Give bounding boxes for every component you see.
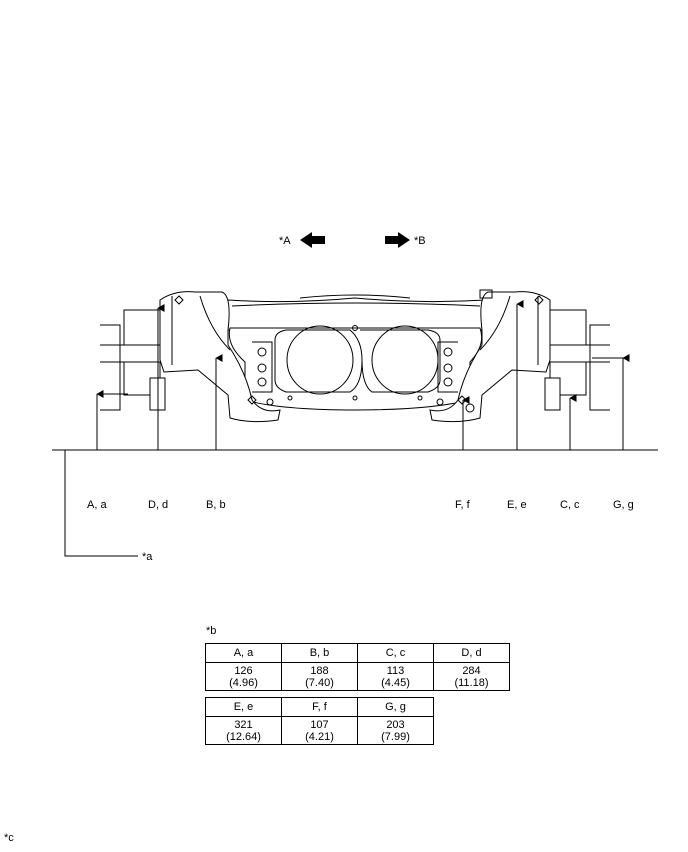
table-value-cell: 113(4.45) bbox=[357, 662, 434, 691]
value-mm: 107 bbox=[310, 718, 329, 731]
left-arrow-icon bbox=[300, 232, 325, 248]
table-callout: *b bbox=[206, 625, 217, 637]
label-e: E, e bbox=[507, 499, 527, 511]
value-in: (4.45) bbox=[381, 676, 410, 689]
subframe-illustration bbox=[100, 289, 610, 423]
height-table-2: E, e F, f G, g 321(12.64) 107(4.21) 203(… bbox=[205, 697, 434, 745]
height-table-1: A, a B, b C, c D, d 126(4.96) 188(7.40) … bbox=[205, 643, 510, 691]
label-f: F, f bbox=[455, 499, 471, 511]
table-value-cell: 107(4.21) bbox=[281, 716, 358, 745]
table-value-cell: 284(11.18) bbox=[433, 662, 510, 691]
reference-leader bbox=[64, 450, 138, 557]
value-in: (4.96) bbox=[229, 676, 258, 689]
rear-callout: *B bbox=[414, 235, 426, 247]
value-mm: 321 bbox=[234, 718, 253, 731]
rear-direction: *B bbox=[385, 232, 426, 248]
label-b: B, b bbox=[206, 499, 226, 511]
reference-callout: *a bbox=[142, 551, 153, 563]
label-c: C, c bbox=[560, 499, 580, 511]
label-a: A, a bbox=[87, 499, 107, 511]
table-header-cell: C, c bbox=[357, 643, 434, 663]
front-direction: *A bbox=[279, 232, 325, 248]
value-mm: 113 bbox=[386, 664, 405, 677]
value-in: (12.64) bbox=[226, 730, 261, 743]
value-mm: 284 bbox=[462, 664, 481, 677]
value-mm: 203 bbox=[386, 718, 405, 731]
value-in: (7.40) bbox=[305, 676, 334, 689]
value-in: (7.99) bbox=[381, 730, 410, 743]
table-value-cell: 321(12.64) bbox=[205, 716, 282, 745]
value-in: (11.18) bbox=[454, 676, 489, 689]
front-callout: *A bbox=[279, 235, 291, 247]
label-d: D, d bbox=[148, 499, 168, 511]
table-header-cell: G, g bbox=[357, 697, 434, 717]
table-value-cell: 203(7.99) bbox=[357, 716, 434, 745]
table-header-cell: D, d bbox=[433, 643, 510, 663]
table-header-cell: F, f bbox=[281, 697, 358, 717]
table-header-cell: A, a bbox=[205, 643, 282, 663]
value-mm: 126 bbox=[234, 664, 253, 677]
table-value-cell: 126(4.96) bbox=[205, 662, 282, 691]
value-in: (4.21) bbox=[305, 730, 334, 743]
measurement-labels: A, a D, d B, b F, f E, e C, c G, g *a bbox=[87, 499, 634, 563]
label-g: G, g bbox=[613, 499, 634, 511]
table-header-cell: B, b bbox=[281, 643, 358, 663]
table-value-cell: 188(7.40) bbox=[281, 662, 358, 691]
note-callout: *c bbox=[4, 832, 14, 844]
value-mm: 188 bbox=[310, 664, 329, 677]
right-arrow-icon bbox=[385, 232, 410, 248]
table-header-cell: E, e bbox=[205, 697, 282, 717]
measurement-lines bbox=[64, 300, 630, 557]
